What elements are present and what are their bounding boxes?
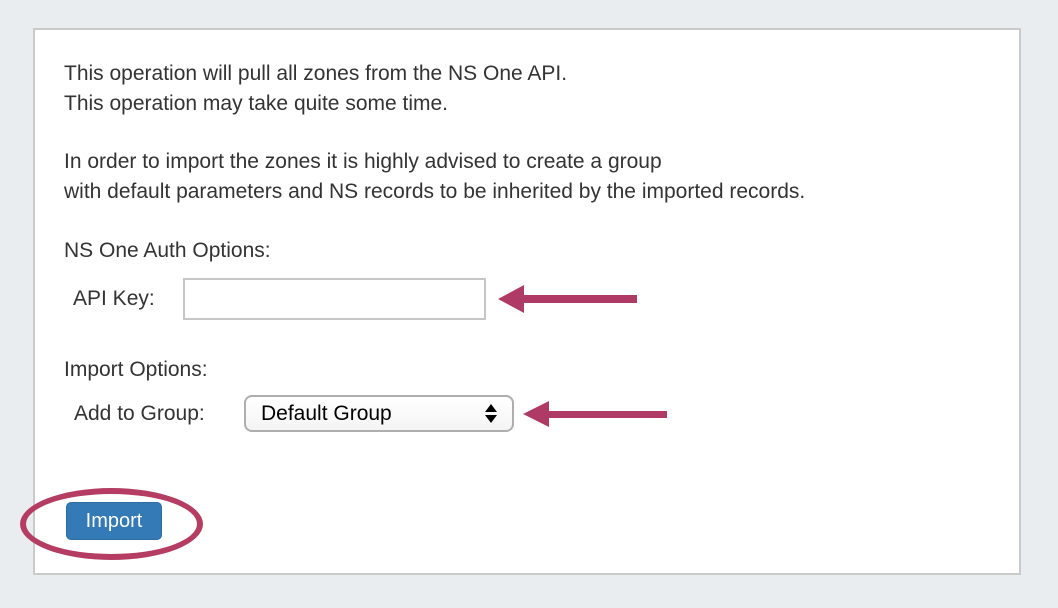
import-options-heading: Import Options: bbox=[64, 358, 208, 381]
api-key-input[interactable] bbox=[183, 278, 486, 320]
arrow-shaft bbox=[524, 295, 637, 303]
intro-line-2: This operation may take quite some time. bbox=[64, 92, 449, 115]
arrow-head-icon bbox=[523, 401, 549, 427]
add-to-group-selected-value: Default Group bbox=[261, 401, 392, 425]
arrow-shaft bbox=[549, 410, 667, 418]
import-zones-panel: This operation will pull all zones from … bbox=[20, 28, 1021, 575]
auth-options-heading: NS One Auth Options: bbox=[64, 239, 271, 262]
down-triangle-icon bbox=[485, 415, 497, 423]
add-to-group-select[interactable]: Default Group bbox=[244, 395, 514, 432]
up-down-spinner-icon bbox=[485, 404, 497, 423]
annotation-arrow-group bbox=[523, 401, 667, 427]
api-key-label: API Key: bbox=[73, 287, 155, 310]
up-triangle-icon bbox=[485, 404, 497, 412]
annotation-arrow-api-key bbox=[498, 285, 637, 313]
arrow-head-icon bbox=[498, 285, 524, 313]
add-to-group-label: Add to Group: bbox=[74, 401, 205, 425]
import-button[interactable]: Import bbox=[66, 502, 162, 540]
intro-line-4: with default parameters and NS records t… bbox=[64, 180, 806, 203]
intro-line-1: This operation will pull all zones from … bbox=[64, 62, 568, 85]
intro-line-3: In order to import the zones it is highl… bbox=[64, 150, 662, 173]
